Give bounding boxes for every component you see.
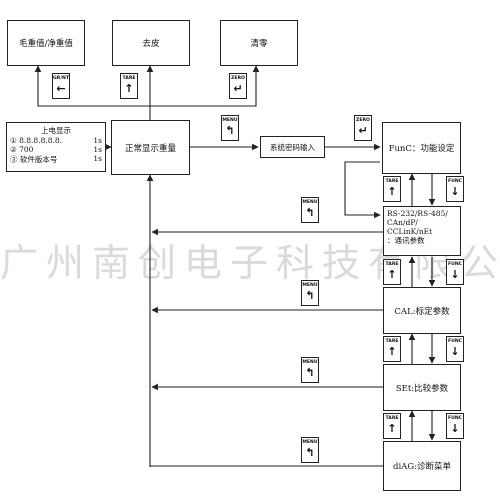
func-key-func: FUNC↓ bbox=[446, 176, 464, 202]
tare-label: 去皮 bbox=[142, 39, 160, 49]
menu-key-cal: MENU↰ bbox=[301, 280, 319, 306]
tare-key: TARE↑ bbox=[120, 73, 138, 99]
return-icon: ↰ bbox=[305, 446, 315, 459]
zero-key: ZERO↵ bbox=[229, 73, 247, 99]
tare-key-cal: TARE↑ bbox=[383, 336, 401, 362]
comm-line: ：通讯参数 bbox=[387, 236, 425, 245]
menu-key-set: MENU↰ bbox=[301, 357, 319, 383]
arrow-up-icon: ↑ bbox=[124, 82, 134, 95]
tare-key-comm: TARE↑ bbox=[383, 259, 401, 285]
arrow-up-icon: ↑ bbox=[387, 345, 397, 358]
gross-net-label: 毛重值/净重值 bbox=[19, 39, 73, 49]
return-icon: ↰ bbox=[305, 206, 315, 219]
comm-line: CAn/dP/ bbox=[387, 218, 418, 227]
return-icon: ↰ bbox=[305, 289, 315, 302]
menu-key-comm: MENU↰ bbox=[301, 197, 319, 223]
arrow-func-side bbox=[344, 161, 381, 219]
func-key-set: FUNC↓ bbox=[446, 413, 464, 439]
arrow-down-icon: ↓ bbox=[450, 268, 460, 281]
set-label: SEt:比较参数 bbox=[395, 383, 449, 394]
arrow-down-icon: ↓ bbox=[450, 422, 460, 435]
normal-display-box: 正常显示重量 bbox=[111, 120, 190, 175]
password-box: 系统密码输入 bbox=[260, 136, 325, 158]
enter-icon: ↵ bbox=[358, 124, 368, 137]
arrow-up-icon: ↑ bbox=[387, 422, 397, 435]
cal-label: CAL:标定参数 bbox=[394, 306, 450, 317]
comm-line: CCLinK/nEt bbox=[387, 227, 433, 236]
arrow-down-icon: ↓ bbox=[450, 345, 460, 358]
startup-row: ① 8.8.8.8.8.8.1s bbox=[10, 136, 102, 145]
startup-title: 上电显示 bbox=[41, 126, 71, 135]
tare-box: 去皮 bbox=[112, 20, 190, 66]
enter-icon: ↵ bbox=[233, 82, 243, 95]
arrow-up-icon: ↑ bbox=[387, 185, 397, 198]
func-label: FunC：功能设定 bbox=[388, 144, 455, 154]
arrow-up-icon: ↑ bbox=[387, 268, 397, 281]
menu-key: MENU↰ bbox=[221, 115, 239, 141]
return-icon: ↰ bbox=[305, 366, 315, 379]
diag-label: diAG:诊断菜单 bbox=[393, 462, 451, 472]
tare-key-func: TARE↑ bbox=[383, 176, 401, 202]
zero-label: 清零 bbox=[250, 39, 268, 49]
arrow-left-icon: ← bbox=[56, 82, 66, 95]
func-box: FunC：功能设定 bbox=[382, 122, 461, 174]
grnt-key: GR/NT← bbox=[52, 73, 70, 99]
gross-net-box: 毛重值/净重值 bbox=[7, 20, 85, 66]
diag-box: diAG:诊断菜单 bbox=[383, 441, 461, 491]
func-key-comm: FUNC↓ bbox=[446, 259, 464, 285]
zero-key-2: ZERO↵ bbox=[354, 115, 372, 141]
normal-display-label: 正常显示重量 bbox=[124, 143, 176, 154]
return-icon: ↰ bbox=[225, 124, 235, 137]
comm-params-box: RS-232/RS-485/ CAn/dP/ CCLinK/nEt ：通讯参数 bbox=[383, 206, 461, 256]
arrow-normal-grossnet bbox=[34, 65, 150, 107]
tare-key-set: TARE↑ bbox=[383, 413, 401, 439]
arrow-normal-zero bbox=[150, 65, 260, 107]
arrow-down-icon: ↓ bbox=[450, 185, 460, 198]
zero-box: 清零 bbox=[220, 20, 298, 66]
cal-box: CAL:标定参数 bbox=[383, 287, 461, 334]
comm-line: RS-232/RS-485/ bbox=[387, 209, 448, 218]
set-box: SEt:比较参数 bbox=[383, 364, 461, 411]
menu-key-diag: MENU↰ bbox=[301, 437, 319, 463]
func-key-cal: FUNC↓ bbox=[446, 336, 464, 362]
password-label: 系统密码输入 bbox=[270, 142, 315, 152]
